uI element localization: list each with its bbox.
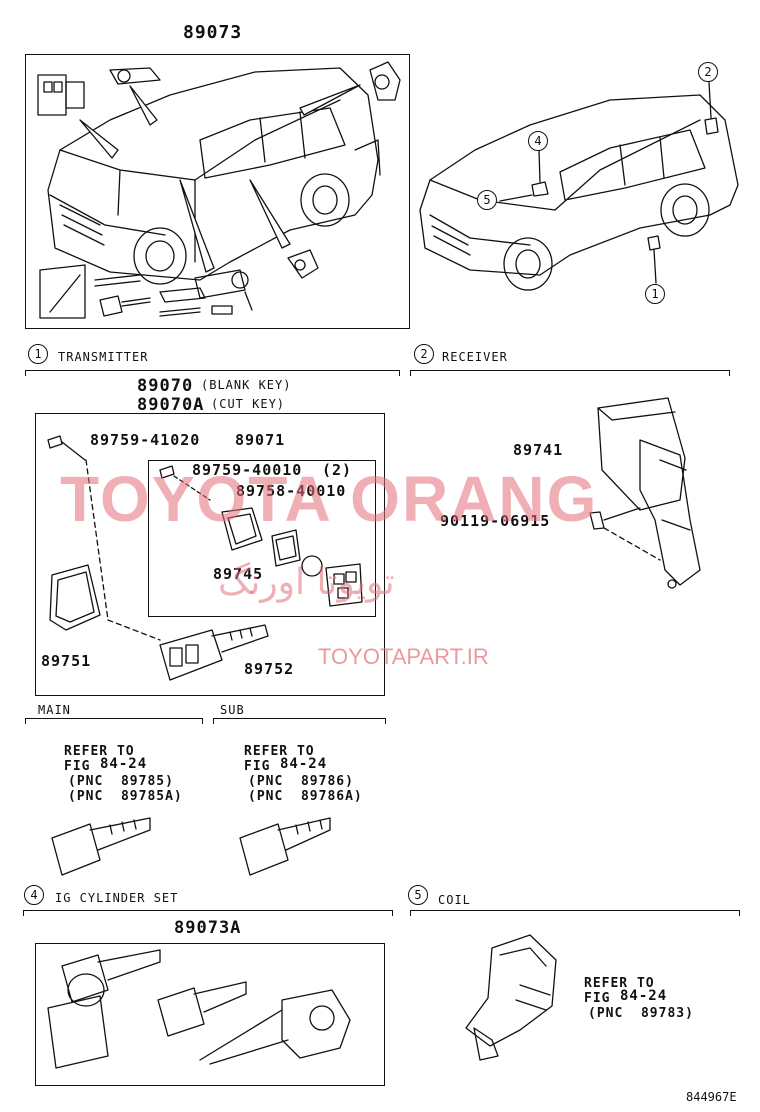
sub-key-fig: 84-24 [280, 756, 328, 772]
transmitter-alt-part-note: (CUT KEY) [211, 397, 286, 411]
main-bracket [25, 718, 203, 724]
transmitter-parts-art [47, 435, 363, 681]
coil-bracket [410, 910, 740, 916]
coil-pnc: (PNC 89783) [588, 1006, 694, 1021]
main-key-art [51, 817, 151, 876]
illustration-code: 844967E [686, 1090, 737, 1104]
callout-2: 2 [698, 62, 718, 82]
coil-fig: 84-24 [620, 988, 668, 1004]
ig-cylinder-bracket [23, 910, 393, 916]
vehicle-illustration-left [47, 67, 381, 285]
sub-bracket [213, 718, 386, 724]
main-key-fig: 84-24 [100, 756, 148, 772]
transmitter-alt-part-number: 89070A [137, 395, 205, 415]
main-key-refer: REFER TO [64, 744, 135, 759]
sub-key-title: SUB [220, 703, 245, 717]
ig-cylinder-art [47, 949, 351, 1069]
transmitter-bracket [25, 370, 400, 376]
sub-key-pnc-1: (PNC 89786) [248, 774, 354, 789]
watermark-url: TOYOTAPART.IR [318, 644, 489, 669]
main-key-title: MAIN [38, 703, 71, 717]
transmitter-part-number: 89070 [137, 376, 194, 396]
part-screw-outer: 89759-41020 [90, 431, 201, 449]
section-2-number: 2 [414, 344, 434, 364]
callout-5: 5 [477, 190, 497, 210]
main-key-pnc-2: (PNC 89785A) [68, 789, 183, 804]
watermark-latin: TOYOTA ORANG [60, 463, 599, 535]
leader-arrows-left [79, 84, 361, 273]
coil-art [465, 934, 557, 1061]
sub-key-pnc-2: (PNC 89786A) [248, 789, 363, 804]
watermark-persian: تویوتا اورنگ [218, 562, 395, 603]
ig-cylinder-title: IG CYLINDER SET [55, 891, 179, 905]
coil-refer: REFER TO [584, 976, 655, 991]
main-key-fig-prefix: FIG [64, 759, 91, 774]
part-screw-inner: 89759-40010 [192, 461, 303, 479]
main-key-pnc-1: (PNC 89785) [68, 774, 174, 789]
kit-box-89073 [25, 54, 410, 329]
part-receiver-bolt: 90119-06915 [440, 512, 551, 530]
part-case: 89071 [235, 431, 286, 449]
section-1-number: 1 [28, 344, 48, 364]
transmitter-box [35, 413, 385, 696]
part-receiver: 89741 [513, 441, 564, 459]
part-key: 89752 [244, 660, 295, 678]
transmitter-part-note: (BLANK KEY) [201, 378, 292, 392]
sub-key-fig-prefix: FIG [244, 759, 271, 774]
part-battery: 89745 [213, 565, 264, 583]
sub-key-refer: REFER TO [244, 744, 315, 759]
sub-key-art [239, 817, 331, 876]
section-5-number: 5 [408, 885, 428, 905]
ig-cylinder-part-number: 89073A [174, 918, 242, 938]
callout-1: 1 [645, 284, 665, 304]
coil-title: COIL [438, 893, 471, 907]
callout-4: 4 [528, 131, 548, 151]
receiver-bracket [410, 370, 730, 376]
receiver-parts-art [589, 397, 701, 589]
section-4-number: 4 [24, 885, 44, 905]
part-seal: 89758-40010 [236, 482, 347, 500]
part-screw-inner-qty: (2) [322, 461, 353, 479]
ig-cylinder-box [35, 943, 385, 1086]
transmitter-title: TRANSMITTER [58, 350, 149, 364]
case-box-89071 [148, 460, 376, 617]
receiver-title: RECEIVER [442, 350, 508, 364]
part-cover: 89751 [41, 652, 92, 670]
vehicle-illustration-right [419, 94, 739, 291]
callout-leaders-right [499, 81, 712, 284]
coil-fig-prefix: FIG [584, 991, 611, 1006]
kit-part-number: 89073 [183, 22, 243, 43]
kit-parts-left [37, 61, 401, 319]
